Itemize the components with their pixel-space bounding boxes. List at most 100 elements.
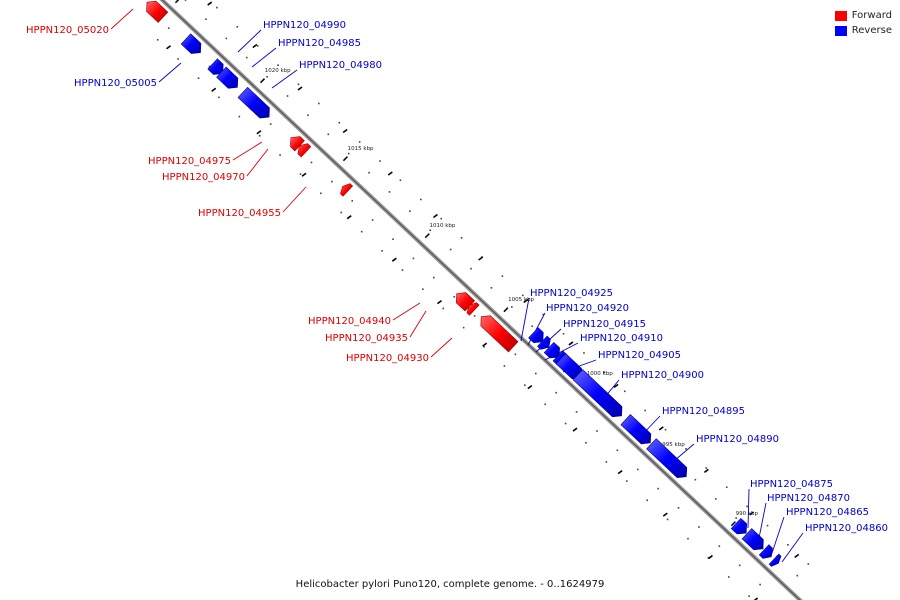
axis-tick-label: 995 kbp xyxy=(662,442,685,448)
gene-label[interactable]: HPPN120_04905 xyxy=(598,350,681,361)
tick-dot xyxy=(664,428,667,431)
gene-label-leader xyxy=(282,186,307,213)
tick-dot xyxy=(564,422,567,425)
gene-hppn120-04930[interactable] xyxy=(480,315,519,353)
tick-dot xyxy=(399,179,402,182)
legend: Forward Reverse xyxy=(834,8,892,38)
gene-hppn120-04900[interactable] xyxy=(572,369,623,418)
gene-hppn120-04980[interactable] xyxy=(237,86,270,119)
tick-dash xyxy=(523,298,529,304)
gene-hppn120-04895[interactable] xyxy=(620,414,652,445)
gene-hppn120-04955[interactable] xyxy=(340,183,354,197)
axis-tick-label: 1000 kbp xyxy=(587,371,613,377)
gene-hppn120-04925[interactable] xyxy=(528,327,544,344)
tick-dash xyxy=(478,256,484,261)
axis-tick-label: 1015 kbp xyxy=(348,146,374,152)
gene-label[interactable]: HPPN120_04935 xyxy=(325,333,408,344)
tick-dot xyxy=(544,403,547,406)
tick-dash xyxy=(207,1,213,6)
gene-label[interactable]: HPPN120_04870 xyxy=(767,493,850,504)
gene-label[interactable]: HPPN120_05020 xyxy=(26,25,109,36)
tick-dot xyxy=(605,461,608,463)
gene-label[interactable]: HPPN120_04980 xyxy=(299,60,382,71)
gene-hppn120-04890[interactable] xyxy=(646,438,688,479)
axis-tick-mark xyxy=(730,521,736,527)
tick-dash xyxy=(613,383,619,389)
gene-label[interactable]: HPPN120_04920 xyxy=(546,303,629,314)
gene-label[interactable]: HPPN120_04985 xyxy=(278,38,361,49)
gene-hppn120-04940[interactable] xyxy=(455,292,476,312)
gene-hppn120-04985[interactable] xyxy=(216,66,239,89)
tick-dot xyxy=(625,480,628,482)
tick-dot xyxy=(705,467,708,469)
gene-label-leader xyxy=(430,337,453,358)
gene-label[interactable]: HPPN120_04875 xyxy=(750,479,833,490)
tick-dash xyxy=(391,257,397,262)
gene-label[interactable]: HPPN120_04865 xyxy=(786,507,869,518)
caption: Helicobacter pylori Puno120, complete ge… xyxy=(295,579,605,590)
tick-dot xyxy=(796,574,799,577)
gene-hppn120-04990[interactable] xyxy=(207,58,224,75)
tick-dot xyxy=(286,95,289,97)
gene-label[interactable]: HPPN120_04915 xyxy=(563,319,646,330)
tick-dot xyxy=(490,287,493,289)
tick-dot xyxy=(748,595,750,598)
gene-label[interactable]: HPPN120_04970 xyxy=(162,172,245,183)
legend-reverse: Reverse xyxy=(834,23,892,38)
tick-dash xyxy=(256,130,262,135)
gene-label[interactable]: HPPN120_04925 xyxy=(530,288,613,299)
tick-dot xyxy=(685,448,687,450)
gene-label[interactable]: HPPN120_04900 xyxy=(621,370,704,381)
tick-dot xyxy=(358,141,361,143)
tick-dot xyxy=(583,352,585,354)
gene-hppn120-04920[interactable] xyxy=(537,335,551,350)
tick-dash xyxy=(749,511,755,516)
tick-dot xyxy=(216,6,218,9)
gene-label[interactable]: HPPN120_04860 xyxy=(805,523,888,534)
gene-hppn120-04915[interactable] xyxy=(543,341,560,359)
tick-dash xyxy=(703,468,709,474)
gene-hppn120-04870[interactable] xyxy=(741,528,764,551)
gene-hppn120-05020[interactable] xyxy=(146,0,169,23)
tick-dash xyxy=(387,171,393,176)
tick-dot xyxy=(258,134,261,137)
tick-dot xyxy=(381,250,383,252)
gene-label[interactable]: HPPN120_04975 xyxy=(148,156,231,167)
gene-label[interactable]: HPPN120_04955 xyxy=(198,208,281,219)
tick-dot xyxy=(327,133,330,136)
tick-dot xyxy=(462,326,465,329)
tick-dot xyxy=(340,211,343,214)
tick-dot xyxy=(371,219,374,221)
tick-dot xyxy=(331,180,333,183)
gene-hppn120-04875[interactable] xyxy=(730,517,748,535)
tick-dot xyxy=(420,198,422,201)
gene-hppn120-04975[interactable] xyxy=(290,136,305,152)
gene-label[interactable]: HPPN120_04940 xyxy=(308,316,391,327)
tick-dot xyxy=(666,518,669,521)
gene-label[interactable]: HPPN120_04895 xyxy=(662,406,745,417)
tick-dot xyxy=(470,267,472,270)
tick-dot xyxy=(307,114,309,116)
gene-label[interactable]: HPPN120_04910 xyxy=(580,333,663,344)
gene-hppn120-04935[interactable] xyxy=(466,302,480,316)
tick-dash xyxy=(572,427,578,432)
gene-label[interactable]: HPPN120_05005 xyxy=(74,78,157,89)
tick-dot xyxy=(735,517,737,519)
tick-dot xyxy=(205,18,207,21)
tick-dot xyxy=(269,123,272,125)
gene-hppn120-04970[interactable] xyxy=(297,143,312,158)
tick-dot xyxy=(787,543,789,546)
gene-hppn120-04865[interactable] xyxy=(758,544,773,559)
gene-label-leader xyxy=(232,141,263,161)
gene-label-leader xyxy=(110,8,134,30)
gene-label-leader xyxy=(747,488,750,529)
tick-dot xyxy=(575,411,578,413)
gene-label[interactable]: HPPN120_04930 xyxy=(346,353,429,364)
tick-dash xyxy=(707,554,713,560)
gene-hppn120-04860[interactable] xyxy=(768,553,782,567)
gene-hppn120-05005[interactable] xyxy=(180,33,202,54)
gene-label-leader xyxy=(158,62,182,83)
tick-dash xyxy=(527,384,533,390)
gene-label[interactable]: HPPN120_04890 xyxy=(696,434,779,445)
gene-label[interactable]: HPPN120_04990 xyxy=(263,20,346,31)
